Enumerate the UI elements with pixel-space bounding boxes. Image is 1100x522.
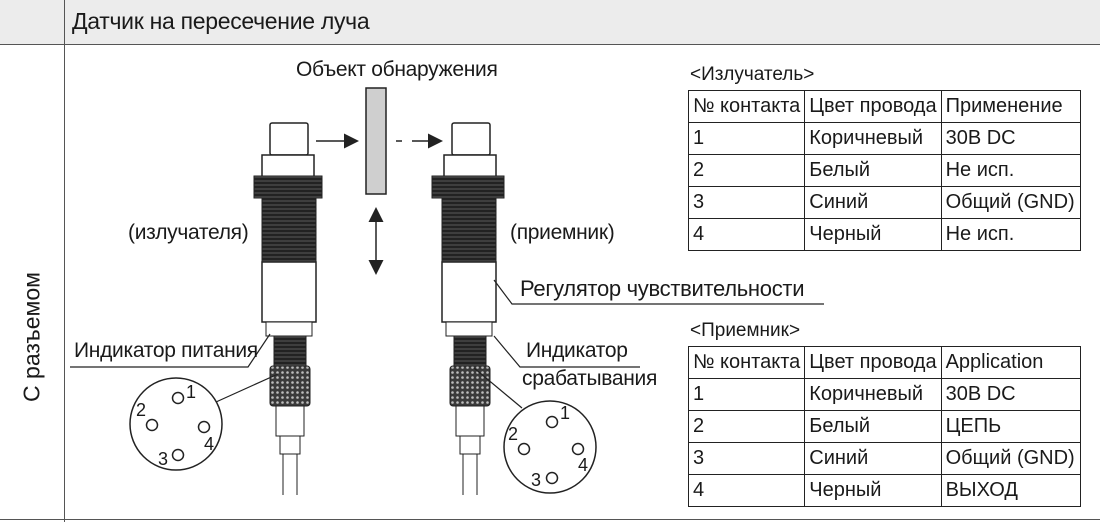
power-indicator-leader bbox=[70, 333, 271, 368]
left-pin-4: 4 bbox=[204, 434, 214, 454]
table-cell: Черный bbox=[804, 218, 942, 251]
sensitivity-leader bbox=[493, 279, 824, 305]
table-cell: Черный bbox=[804, 474, 942, 507]
table-cell: Коричневый bbox=[804, 378, 942, 411]
table-cell: 3 bbox=[687, 442, 806, 475]
receiver-table-caption: <Приемник> bbox=[690, 320, 801, 341]
table-cell: Белый bbox=[804, 410, 942, 443]
page-title: Датчик на пересечение луча bbox=[72, 8, 370, 34]
table-cell: 4 bbox=[687, 218, 806, 251]
right-pin-1: 1 bbox=[560, 403, 570, 423]
right-connector-face bbox=[503, 400, 597, 494]
table-row: 3 Синий Общий (GND) bbox=[687, 186, 1081, 219]
table-cell: 2 bbox=[687, 410, 806, 443]
side-cell: С разъемом bbox=[0, 45, 65, 522]
header-cell: № контакта bbox=[687, 346, 806, 379]
table-cell: 2 bbox=[687, 154, 806, 187]
table-row: 4 Черный Не исп. bbox=[687, 218, 1081, 251]
header-left-cell bbox=[0, 0, 65, 44]
detection-object bbox=[365, 87, 387, 195]
right-connector-leader bbox=[473, 367, 523, 409]
right-pin-2: 2 bbox=[508, 424, 518, 444]
table-cell: Не исп. bbox=[940, 218, 1081, 251]
table-row: 1 Коричневый 30В DC bbox=[687, 378, 1081, 411]
table-cell: Синий bbox=[804, 186, 942, 219]
table-cell: Белый bbox=[804, 154, 942, 187]
table-cell: Общий (GND) bbox=[940, 186, 1081, 219]
header-cell: Цвет провода bbox=[804, 90, 942, 123]
table-cell: 30В DC bbox=[940, 122, 1081, 155]
table-cell: 4 bbox=[687, 474, 806, 507]
table-cell: Общий (GND) bbox=[940, 442, 1081, 475]
sensitivity-label: Регулятор чувствительности bbox=[520, 276, 805, 301]
left-pin-1: 1 bbox=[186, 382, 196, 402]
table-cell: 30В DC bbox=[940, 378, 1081, 411]
trigger-indicator-label-2: срабатывания bbox=[522, 367, 658, 390]
bottom-border bbox=[0, 519, 1100, 520]
receiver-pin-table: № контакта Цвет провода Application 1 Ко… bbox=[687, 346, 1081, 507]
header-cell: Цвет провода bbox=[804, 346, 942, 379]
header-cell: Применение bbox=[940, 90, 1081, 123]
left-connector-face bbox=[129, 377, 223, 471]
table-cell: 1 bbox=[687, 378, 806, 411]
table-header-row: № контакта Цвет провода Применение bbox=[687, 90, 1081, 123]
right-pin-3: 3 bbox=[531, 470, 541, 490]
table-cell: 3 bbox=[687, 186, 806, 219]
left-connector-leader bbox=[215, 373, 279, 403]
emitter-pin-table: № контакта Цвет провода Применение 1 Кор… bbox=[687, 90, 1081, 251]
emitter-label: (излучателя) bbox=[128, 221, 249, 244]
header-cell: № контакта bbox=[687, 90, 806, 123]
table-row: 3 Синий Общий (GND) bbox=[687, 442, 1081, 475]
trigger-indicator-leader bbox=[493, 335, 640, 368]
power-indicator-label: Индикатор питания bbox=[74, 339, 258, 362]
table-row: 4 Черный ВЫХОД bbox=[687, 474, 1081, 507]
table-cell: Не исп. bbox=[940, 154, 1081, 187]
object-label: Объект обнаружения bbox=[296, 58, 498, 81]
receiver-label: (приемник) bbox=[510, 221, 615, 244]
left-pin-2: 2 bbox=[136, 400, 146, 420]
emitter-table-caption: <Излучатель> bbox=[690, 64, 815, 85]
header-row: Датчик на пересечение луча bbox=[0, 0, 1100, 45]
table-cell: 1 bbox=[687, 122, 806, 155]
table-cell: ВЫХОД bbox=[940, 474, 1081, 507]
table-row: 2 Белый Не исп. bbox=[687, 154, 1081, 187]
table-cell: ЦЕПЬ bbox=[940, 410, 1081, 443]
table-cell: Коричневый bbox=[804, 122, 942, 155]
table-cell: Синий bbox=[804, 442, 942, 475]
header-cell: Application bbox=[940, 346, 1081, 379]
right-pin-4: 4 bbox=[578, 455, 588, 475]
table-row: 1 Коричневый 30В DC bbox=[687, 122, 1081, 155]
emitter-sensor bbox=[253, 122, 323, 495]
receiver-sensor bbox=[431, 122, 505, 495]
trigger-indicator-label-1: Индикатор bbox=[526, 339, 628, 362]
table-row: 2 Белый ЦЕПЬ bbox=[687, 410, 1081, 443]
left-pin-3: 3 bbox=[158, 449, 168, 469]
table-header-row: № контакта Цвет провода Application bbox=[687, 346, 1081, 379]
